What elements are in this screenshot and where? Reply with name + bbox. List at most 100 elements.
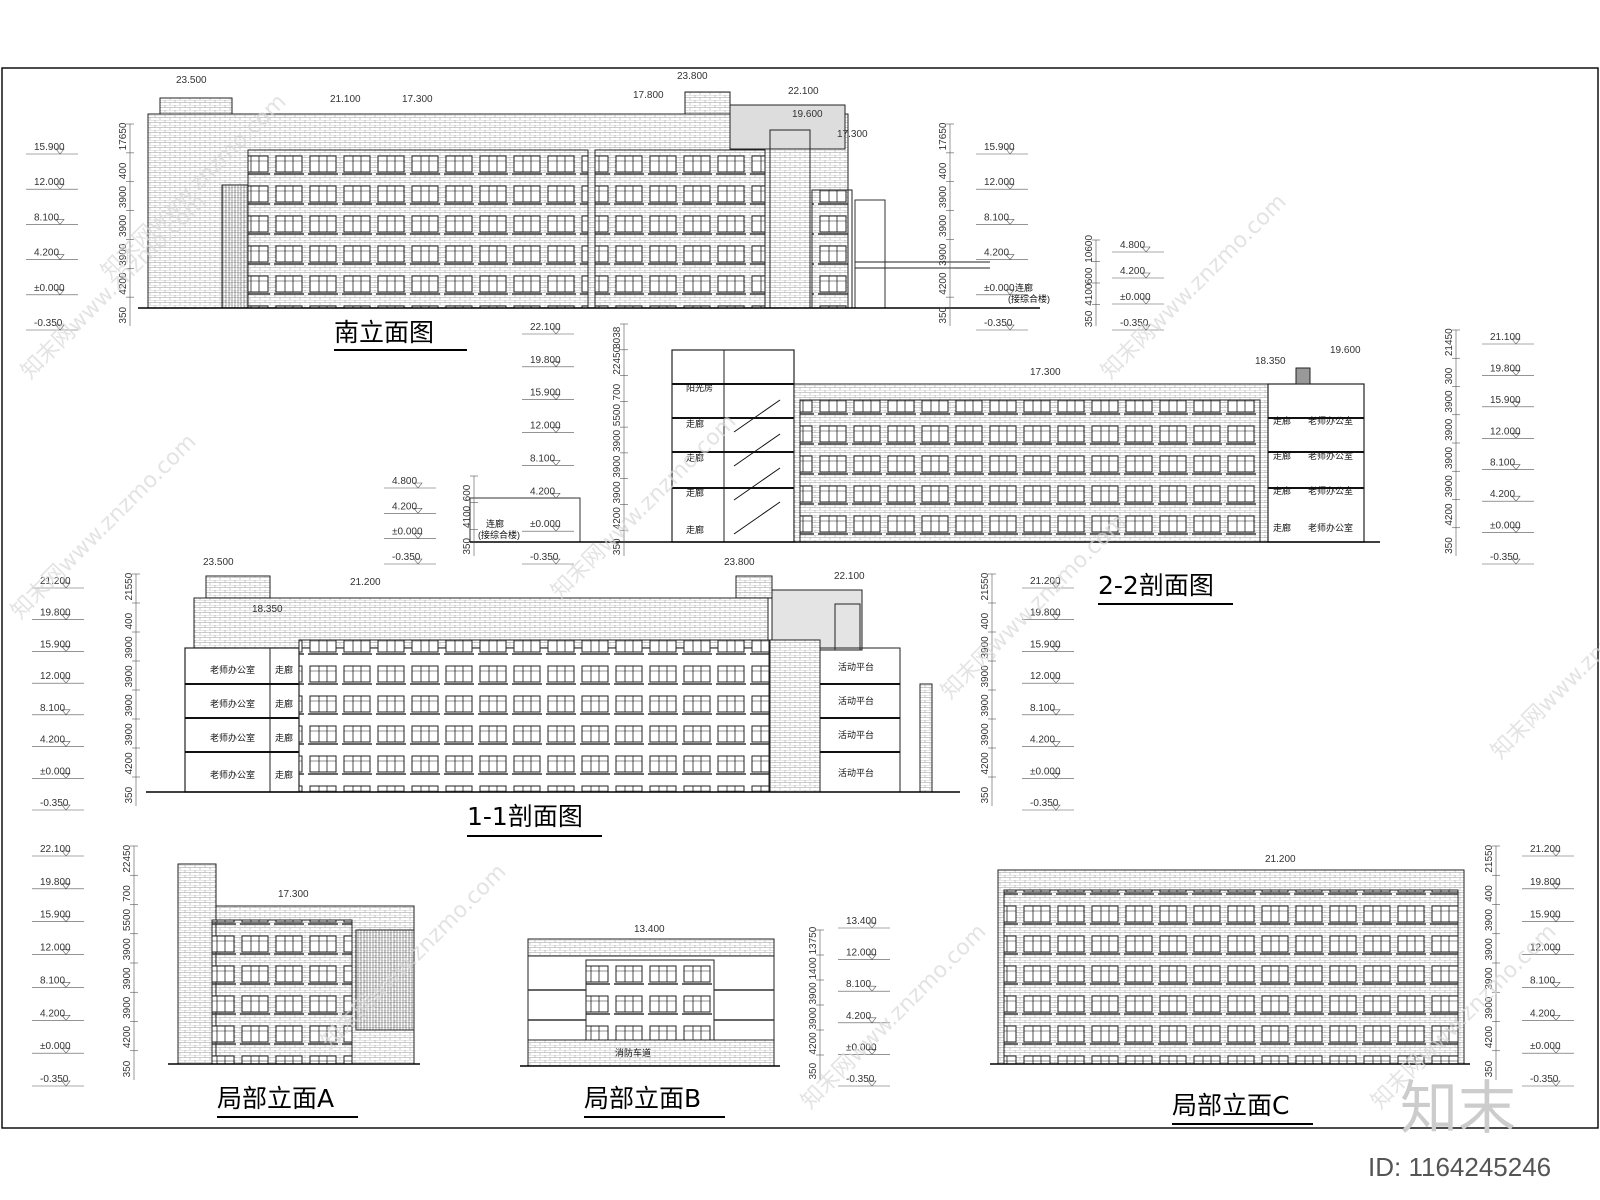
dimension-value: 21550 (980, 572, 991, 600)
dimension-value: 4200 (938, 272, 949, 295)
title-partial-elevation-c: 局部立面C (1172, 1091, 1289, 1120)
dimension-value: 3900 (124, 723, 135, 746)
label-sunroom: 阳光房 (686, 382, 713, 393)
dimension-value: 350 (1084, 310, 1095, 327)
dimension-value: 3900 (1444, 475, 1455, 498)
dimension-value: 5500 (122, 908, 133, 931)
dim-b-a: 13.400 (634, 924, 665, 935)
elevation-mark: 15.900 (1530, 910, 1561, 921)
elevation-mark: 8.100 (1490, 458, 1515, 469)
watermark-5: 知末网www.znzmo.com (547, 409, 742, 604)
dimension-value: 350 (612, 538, 623, 555)
dim-south-a: 23.500 (176, 75, 207, 86)
elevation-mark: -0.350 (40, 798, 69, 809)
dimension-value: 22450 (612, 346, 623, 374)
dimension-value: 350 (1444, 537, 1455, 554)
dimension-value: 22450 (122, 844, 133, 872)
label-hallway-22-1: 走廊 (686, 418, 704, 429)
label-hallway-11-1: 走廊 (275, 664, 293, 675)
elevation-mark: 22.100 (530, 322, 561, 333)
label-corridor-link-sub: (接综合楼) (1008, 293, 1050, 304)
dimension-value: 350 (980, 786, 991, 803)
elevation-mark: 8.100 (1030, 703, 1055, 714)
dim-s22-c: 19.600 (1330, 345, 1361, 356)
label-office-11-1: 老师办公室 (210, 664, 255, 675)
dim-s11-d: 22.100 (834, 571, 865, 582)
elevation-mark: 4.200 (846, 1011, 871, 1022)
dim-south-d: 17.300 (402, 94, 433, 105)
dimension-value: 3038 (612, 326, 623, 349)
title-partial-elevation-b: 局部立面B (584, 1084, 701, 1113)
dimension-value: 4200 (980, 752, 991, 775)
label-fire-lane: 消防车道 (615, 1047, 651, 1058)
title-south-elevation: 南立面图 (334, 318, 434, 347)
title-section-2-2: 2-2剖面图 (1098, 571, 1214, 600)
label-office-22-3: 老师办公室 (1308, 485, 1353, 496)
elevation-mark: 21.200 (40, 576, 71, 587)
elevation-mark: 4.200 (1120, 266, 1145, 277)
elevation-mark: 15.900 (40, 910, 71, 921)
image-id: ID: 1164245246 (1368, 1152, 1551, 1182)
dim-s11-a: 23.500 (203, 557, 234, 568)
dimension-value: 3900 (1444, 418, 1455, 441)
elevation-mark: 15.900 (530, 388, 561, 399)
label-hallway-22r-3: 走廊 (1273, 485, 1291, 496)
elevation-mark: 19.800 (40, 608, 71, 619)
section-2-2: 阳光房 走廊 走廊 走廊 走廊 走廊 走廊 走廊 走廊 老师办公室 老师办公室 … (469, 345, 1380, 543)
elevation-mark: 12.000 (1030, 671, 1061, 682)
title-partial-elevation-a: 局部立面A (217, 1084, 334, 1113)
title-section-1-1: 1-1剖面图 (467, 802, 583, 831)
elevation-mark: 19.800 (530, 355, 561, 366)
dimension-value: 3900 (938, 185, 949, 208)
elevation-mark: -0.350 (1490, 552, 1519, 563)
dimension-value: 3900 (938, 243, 949, 266)
dimension-value: 700 (122, 885, 133, 902)
elevation-mark: 4.800 (1120, 240, 1145, 251)
dimension-value: 3900 (1484, 908, 1495, 931)
dim-s22-a: 17.300 (1030, 367, 1061, 378)
dimension-value: 350 (938, 306, 949, 323)
dimension-value: 600 (1084, 267, 1095, 284)
dimension-value: 400 (124, 612, 135, 629)
elevation-mark: 8.100 (40, 975, 65, 986)
elevation-mark: 4.200 (40, 735, 65, 746)
label-office-11-3: 老师办公室 (210, 732, 255, 743)
label-corridor-link-sub-22: (接综合楼) (478, 529, 520, 540)
label-platform-4: 活动平台 (838, 767, 874, 778)
dim-south-g: 19.600 (792, 109, 823, 120)
dimension-value: 3900 (1444, 446, 1455, 469)
dimension-value: 400 (118, 162, 129, 179)
dimension-value: 4200 (118, 272, 129, 295)
dimension-value: 3900 (980, 636, 991, 659)
dim-south-e: 17.800 (633, 90, 664, 101)
dimension-value: 3900 (118, 185, 129, 208)
label-corridor-link: 连廊 (1015, 282, 1033, 293)
label-hallway-22r-4: 走廊 (1273, 522, 1291, 533)
elevation-mark: ±0.000 (984, 283, 1015, 294)
label-platform-3: 活动平台 (838, 729, 874, 740)
elevation-mark: 12.000 (984, 177, 1015, 188)
dimension-value: 3900 (612, 455, 623, 478)
dimension-value: 3900 (612, 481, 623, 504)
dimension-value: 3900 (1484, 938, 1495, 961)
dimension-value: 700 (612, 383, 623, 400)
elevation-mark: ±0.000 (40, 766, 71, 777)
elevation-mark: -0.350 (846, 1074, 875, 1085)
elevation-mark: 22.100 (40, 844, 71, 855)
label-office-22-4: 老师办公室 (1308, 522, 1353, 533)
label-hallway-11-2: 走廊 (275, 698, 293, 709)
dimension-value: 4100 (462, 505, 473, 528)
elevation-mark: 8.100 (34, 212, 59, 223)
elevation-mark: 4.200 (1530, 1008, 1555, 1019)
elevation-mark: -0.350 (1120, 318, 1149, 329)
dimension-value: 3900 (124, 636, 135, 659)
elevation-mark: 4.200 (1030, 735, 1055, 746)
elevation-mark: 15.900 (40, 639, 71, 650)
elevation-mark: 12.000 (1530, 943, 1561, 954)
elevation-mark: -0.350 (530, 552, 559, 563)
partial-elevation-b: 消防车道 13.400 (520, 924, 780, 1067)
label-office-11-4: 老师办公室 (210, 769, 255, 780)
dimension-value: 4200 (124, 752, 135, 775)
watermark-4: 知末网www.znzmo.com (7, 429, 202, 624)
dimension-value: 3900 (980, 665, 991, 688)
